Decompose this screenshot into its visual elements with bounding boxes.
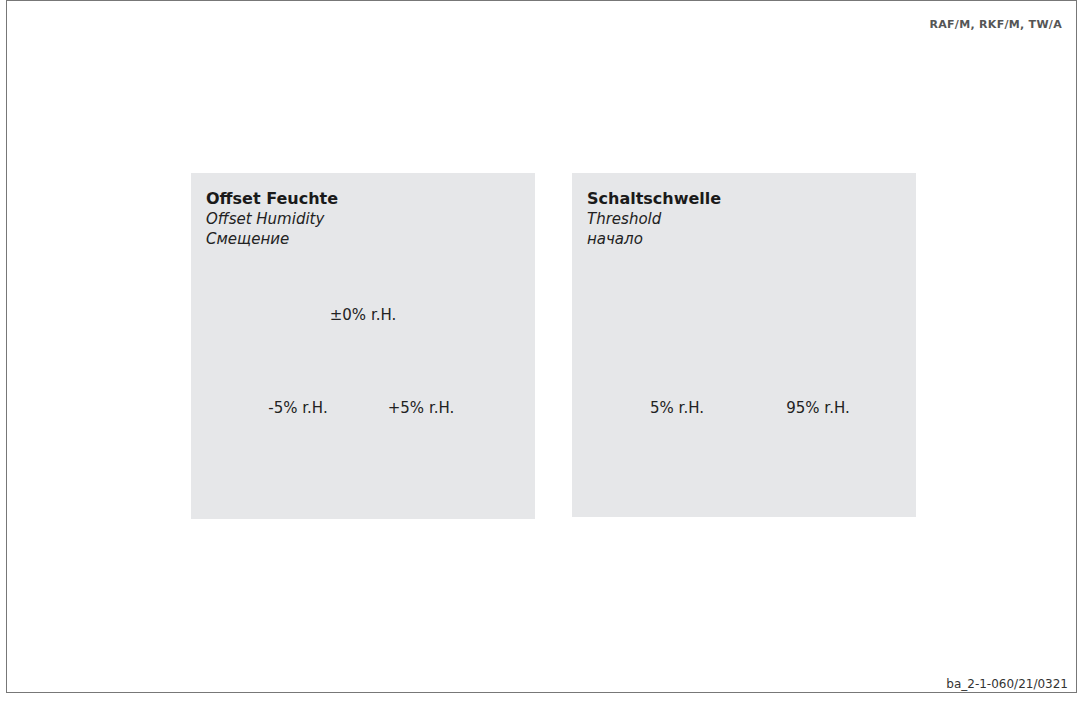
setting-value: +5% r.H. bbox=[388, 399, 454, 417]
model-code: RAF/M, RKF/M, TW/A bbox=[929, 16, 1062, 34]
setting-value: 5% r.H. bbox=[650, 399, 704, 417]
panel-subheading: Threshold bbox=[587, 209, 721, 229]
setting-value: 95% r.H. bbox=[786, 399, 849, 417]
setting-panel: Offset FeuchteOffset HumidityСмещение bbox=[191, 173, 535, 519]
document-code: ba_2-1-060/21/0321 bbox=[946, 675, 1068, 693]
setting-value: -5% r.H. bbox=[268, 399, 327, 417]
panel-heading: Schaltschwelle bbox=[587, 189, 721, 209]
setting-value: ±0% r.H. bbox=[330, 306, 396, 324]
panel-subheading: Смещение bbox=[206, 229, 338, 249]
setting-panel: SchaltschwelleThresholdначало bbox=[572, 173, 916, 517]
panel-subheading: Offset Humidity bbox=[206, 209, 338, 229]
page-frame bbox=[7, 1, 1077, 693]
panel-subheading: начало bbox=[587, 229, 721, 249]
panel-heading: Offset Feuchte bbox=[206, 189, 338, 209]
